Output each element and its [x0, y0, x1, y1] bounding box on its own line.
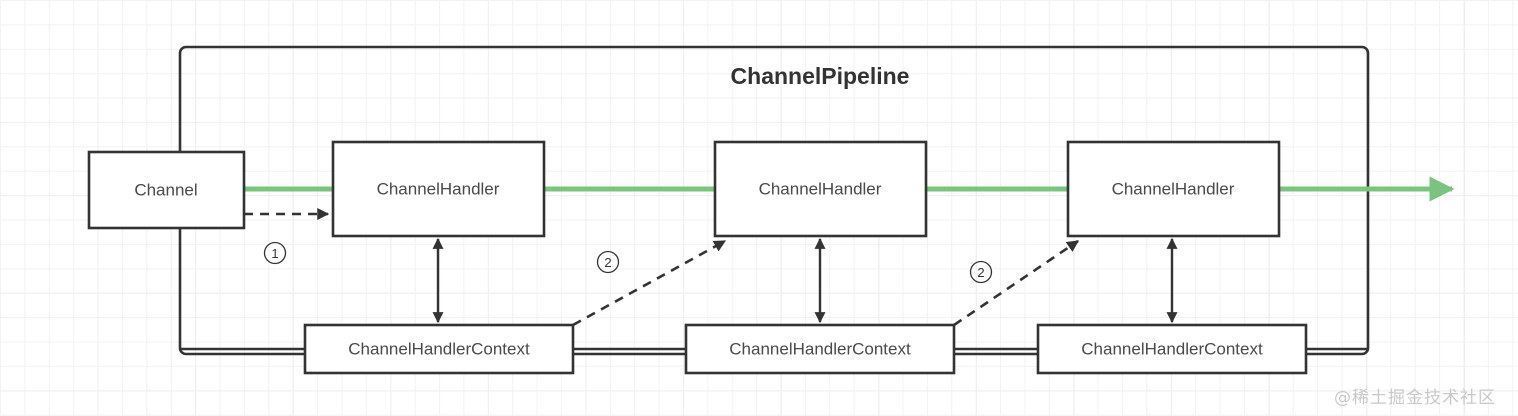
node-context-1[interactable]: ChannelHandlerContext — [303, 323, 575, 375]
step-marker-2-number: 2 — [604, 255, 611, 270]
vertical-link-group — [432, 237, 1178, 324]
dashed-link-context-1-to-handler-2 — [572, 239, 727, 327]
step-marker-2-circle — [596, 250, 620, 274]
node-context-3-label: ChannelHandlerContext — [1081, 339, 1263, 358]
node-channel-box[interactable] — [87, 150, 246, 230]
step-marker-1: 1 — [263, 241, 287, 265]
node-channel[interactable]: Channel — [87, 150, 246, 230]
node-handler-3-box[interactable] — [1066, 140, 1281, 238]
node-context-3-box[interactable] — [1036, 323, 1308, 375]
node-context-2-label: ChannelHandlerContext — [729, 339, 911, 358]
node-handler-2-box[interactable] — [713, 140, 928, 238]
node-context-3[interactable]: ChannelHandlerContext — [1036, 323, 1308, 375]
step-marker-1-circle — [263, 241, 287, 265]
node-handler-1[interactable]: ChannelHandler — [331, 140, 546, 238]
step-marker-3-number: 2 — [977, 265, 984, 280]
watermark: @稀土掘金技术社区 — [1334, 388, 1496, 408]
dashed-link-context-2-to-handler-3 — [953, 239, 1079, 327]
node-context-1-box[interactable] — [303, 323, 575, 375]
node-channel-label: Channel — [134, 180, 197, 199]
node-handler-3[interactable]: ChannelHandler — [1066, 140, 1281, 238]
node-context-2[interactable]: ChannelHandlerContext — [684, 323, 956, 375]
node-handler-2-label: ChannelHandler — [759, 179, 882, 198]
node-handler-2[interactable]: ChannelHandler — [713, 140, 928, 238]
step-marker-2: 2 — [596, 250, 620, 274]
node-context-1-label: ChannelHandlerContext — [348, 339, 530, 358]
node-handler-1-box[interactable] — [331, 140, 546, 238]
page-title: ChannelPipeline — [731, 63, 910, 89]
step-marker-1-number: 1 — [271, 246, 278, 261]
node-context-2-box[interactable] — [684, 323, 956, 375]
step-marker-3-circle — [969, 260, 993, 284]
node-handler-1-label: ChannelHandler — [377, 179, 500, 198]
node-handler-3-label: ChannelHandler — [1112, 179, 1235, 198]
dashed-link-group — [244, 208, 1079, 327]
step-marker-3: 2 — [969, 260, 993, 284]
